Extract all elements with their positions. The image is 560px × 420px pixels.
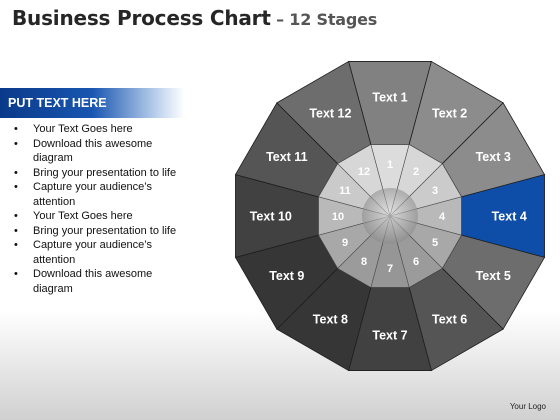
bullet-item: Capture your audience’s attention	[14, 180, 184, 209]
stage-label: Text 11	[266, 150, 308, 164]
stage-label: Text 9	[269, 269, 304, 283]
bullet-item: Download this awesome diagram	[14, 267, 184, 296]
stage-number: 12	[358, 166, 370, 178]
title-main: Business Process Chart	[12, 6, 271, 30]
stage-label: Text 7	[372, 329, 407, 343]
stage-number: 11	[339, 185, 351, 197]
hub-center	[362, 188, 418, 244]
stage-label: Text 1	[372, 90, 407, 104]
stage-label: Text 8	[313, 313, 348, 327]
bullet-item: Your Text Goes here	[14, 122, 184, 137]
bullet-item: Your Text Goes here	[14, 209, 184, 224]
bullet-item: Bring your presentation to life	[14, 224, 184, 239]
bullet-list: Your Text Goes here Download this awesom…	[14, 122, 184, 296]
stage-number: 2	[413, 166, 419, 178]
stage-label: Text 2	[432, 106, 467, 120]
stage-number: 7	[387, 263, 393, 275]
page-title: Business Process Chart – 12 Stages	[12, 6, 377, 30]
stage-number: 10	[332, 211, 344, 223]
title-sub: – 12 Stages	[270, 10, 378, 29]
stage-number: 3	[432, 185, 438, 197]
stage-label: Text 6	[432, 313, 467, 327]
bullet-item: Bring your presentation to life	[14, 166, 184, 181]
bullet-item: Download this awesome diagram	[14, 137, 184, 166]
stage-number: 5	[432, 237, 438, 249]
stage-number: 1	[387, 159, 393, 171]
bullet-item: Capture your audience’s attention	[14, 238, 184, 267]
stage-number: 6	[413, 256, 419, 268]
stage-label: Text 3	[476, 150, 511, 164]
stage-label: Text 4	[492, 210, 527, 224]
stage-number: 9	[342, 237, 348, 249]
footer-logo: Your Logo	[509, 402, 546, 411]
stage-label: Text 10	[250, 210, 292, 224]
stage-number: 8	[361, 256, 367, 268]
stage-number: 4	[439, 211, 446, 223]
sidebar-heading: PUT TEXT HERE	[0, 88, 184, 118]
stage-label: Text 12	[309, 106, 351, 120]
stage-label: Text 5	[476, 269, 511, 283]
